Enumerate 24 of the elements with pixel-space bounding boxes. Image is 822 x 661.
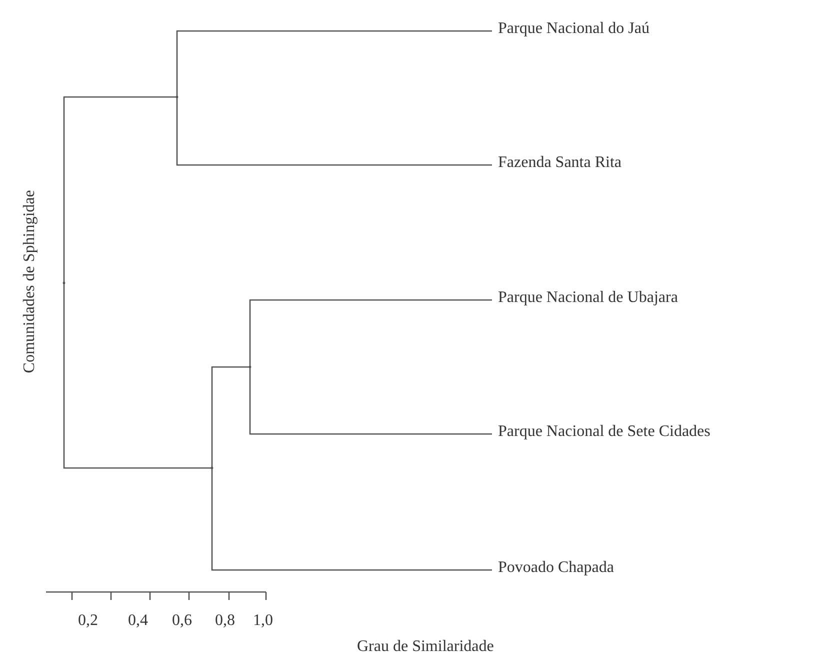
site-label: Fazenda Santa Rita xyxy=(498,154,622,172)
dendrogram-branch xyxy=(211,366,250,468)
dendrogram-branch xyxy=(63,96,177,283)
axis-title: Comunidades de Sphingidae xyxy=(21,190,39,374)
site-label: Parque Nacional de Ubajara xyxy=(498,289,678,307)
branch-junction xyxy=(210,466,214,470)
tick-label: 0,2 xyxy=(78,612,98,630)
dendrogram-branch xyxy=(249,367,492,435)
dendrogram-branch xyxy=(176,30,492,97)
dendrogram-branch xyxy=(211,468,492,571)
dendrogram-branch xyxy=(249,299,492,367)
tick-label: 0,8 xyxy=(215,612,235,630)
dendrogram-branch xyxy=(176,97,492,166)
branch-junction xyxy=(176,96,178,98)
site-label: Parque Nacional de Sete Cidades xyxy=(498,423,710,441)
site-label: Povoado Chapada xyxy=(498,559,614,577)
axis-title: Grau de Similaridade xyxy=(357,638,494,656)
branch-junction xyxy=(62,282,66,284)
tick-label: 1,0 xyxy=(253,612,273,630)
tick-label: 0,4 xyxy=(128,612,148,630)
site-label: Parque Nacional do Jaú xyxy=(498,20,650,38)
branch-junction xyxy=(248,366,252,368)
dendrogram-branch xyxy=(63,283,212,469)
tick-label: 0,6 xyxy=(172,612,192,630)
